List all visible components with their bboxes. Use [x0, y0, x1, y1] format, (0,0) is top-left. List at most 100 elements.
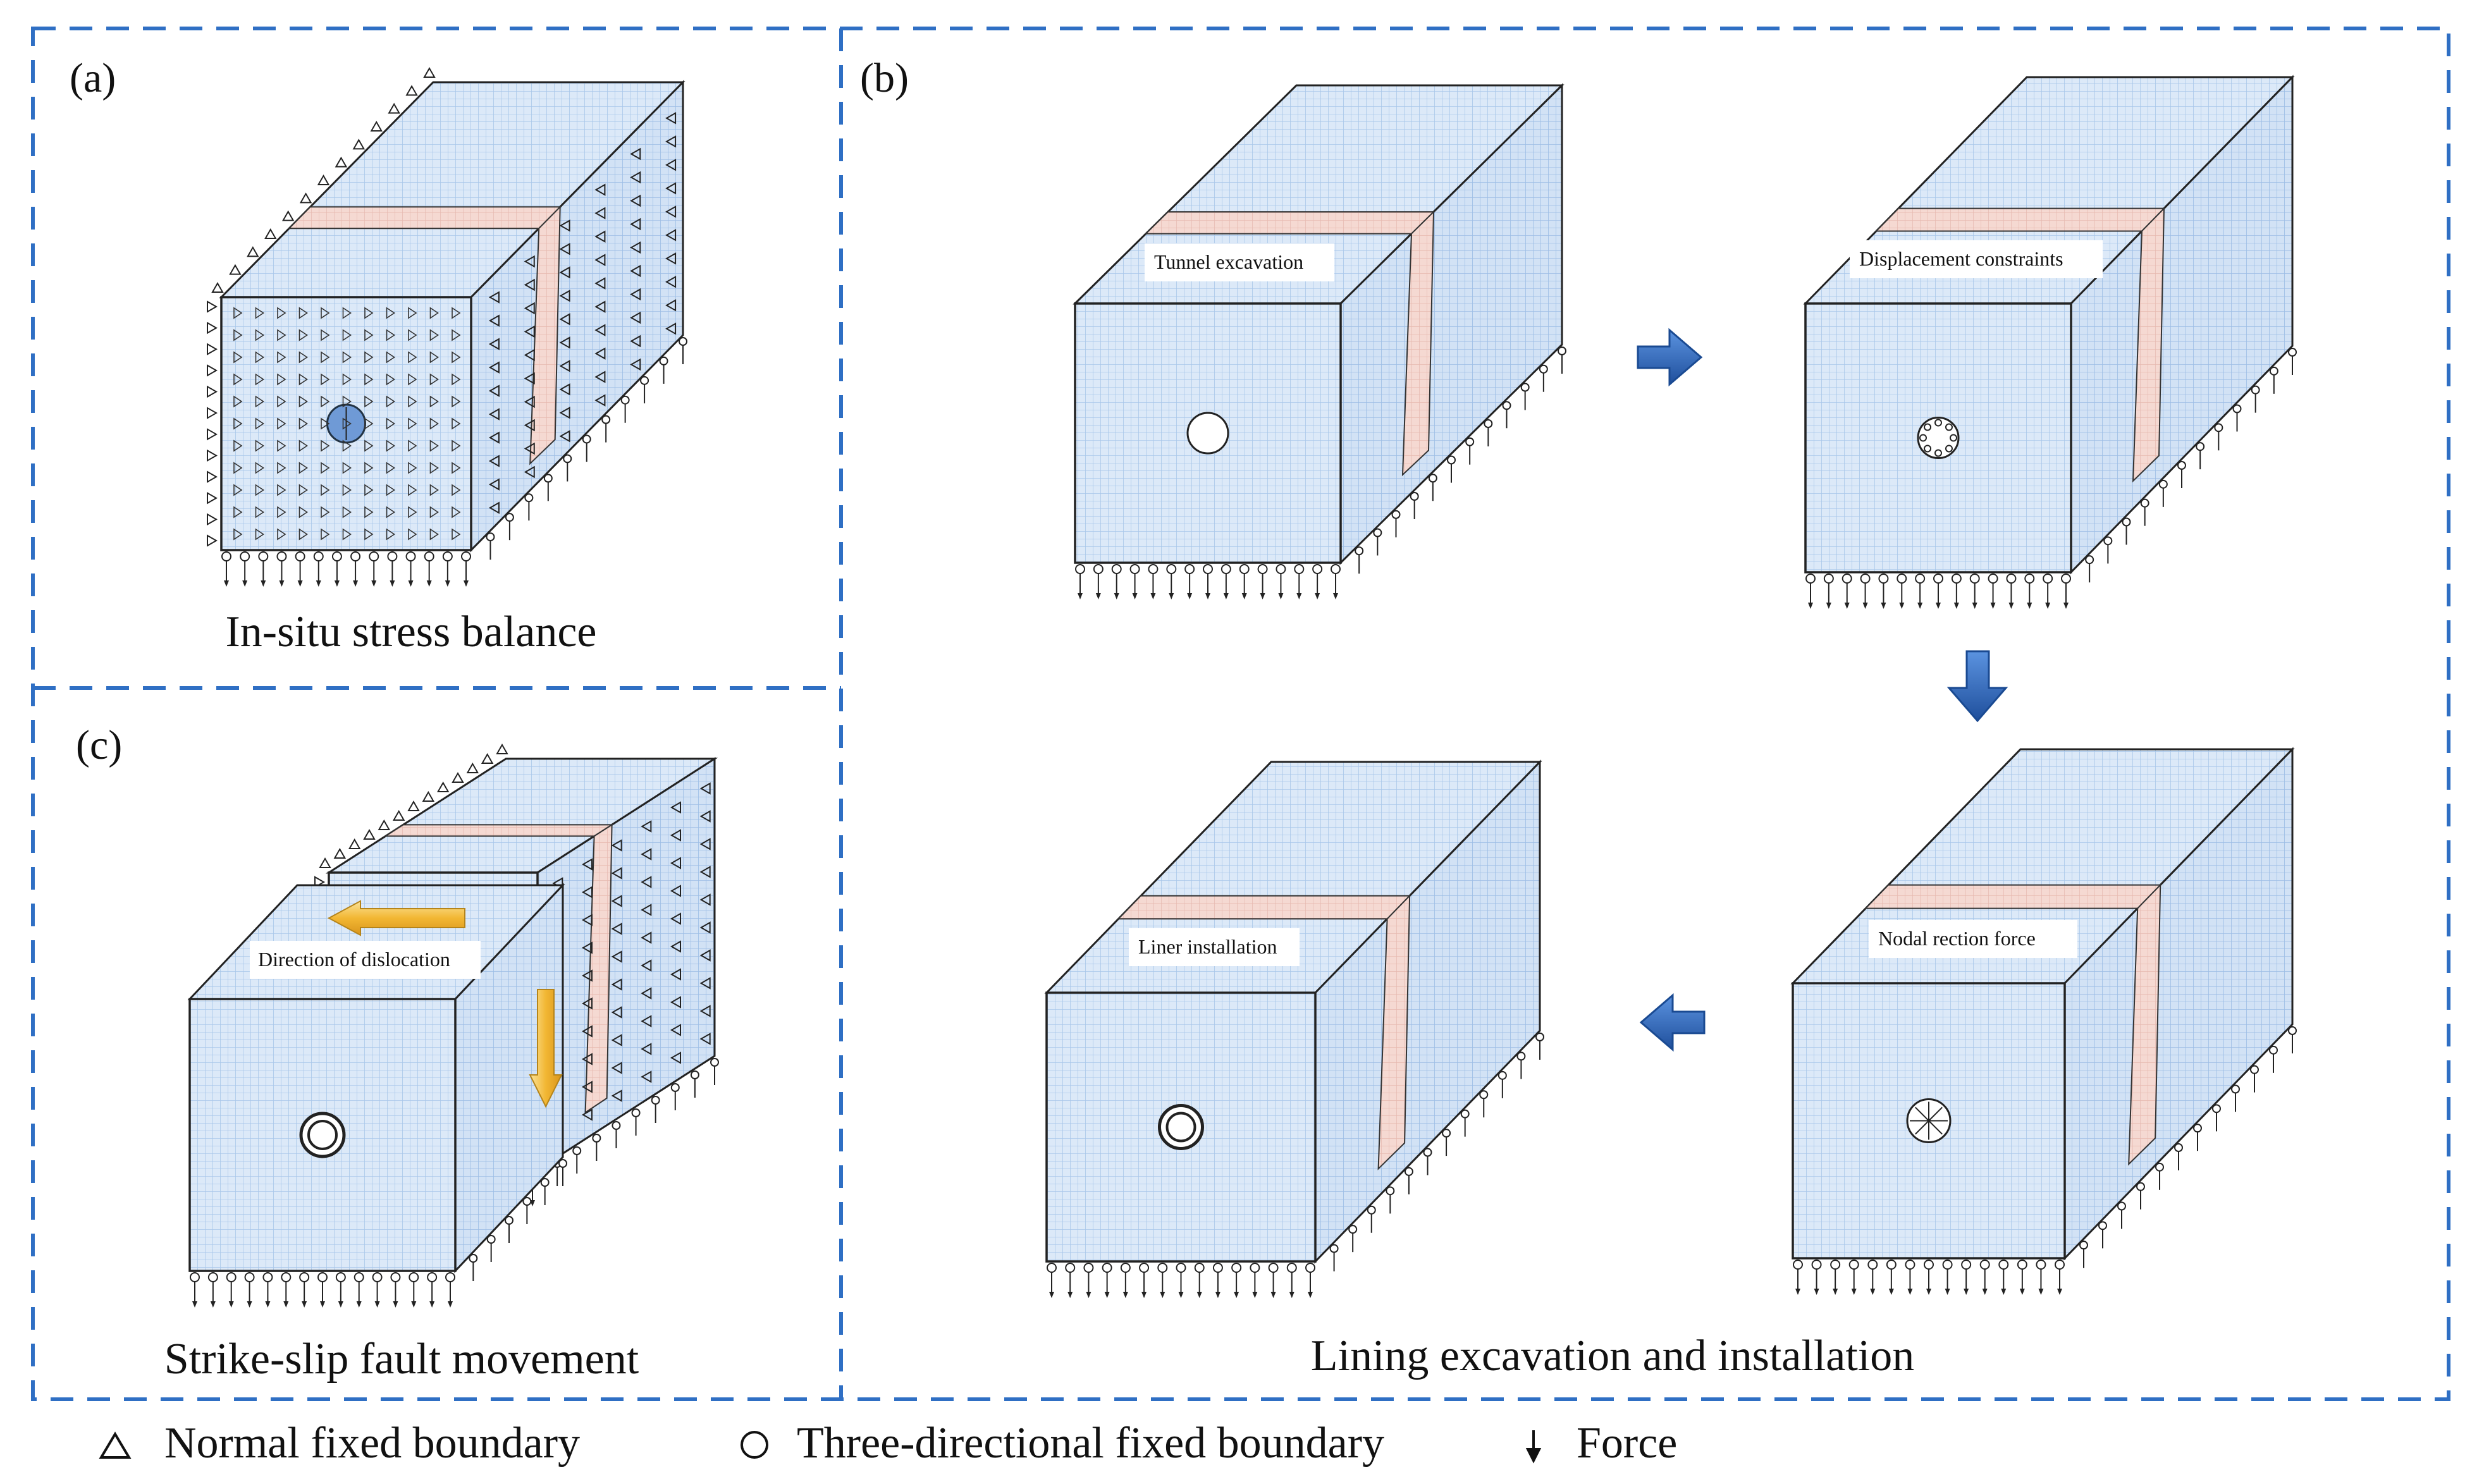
fixed-node-circle [524, 493, 534, 503]
force-arrow-head [356, 1301, 362, 1308]
normal-fixed-triangle [594, 183, 606, 196]
fixed-node-circle [1998, 1260, 2009, 1270]
fixed-node-circle [601, 415, 611, 424]
fixed-node-circle [424, 551, 434, 561]
fixed-node-circle [1203, 564, 1213, 574]
normal-fixed-triangle [429, 395, 439, 408]
normal-fixed-triangle [699, 782, 711, 795]
normal-fixed-triangle [630, 147, 641, 161]
force-arrow-head [2001, 1289, 2007, 1295]
normal-fixed-triangle [386, 462, 395, 474]
fixed-node-circle [2136, 1182, 2145, 1191]
force-arrow-head [393, 1301, 398, 1308]
fixed-node-circle [582, 434, 591, 444]
normal-fixed-triangle [386, 329, 395, 341]
normal-fixed-triangle [386, 506, 395, 518]
force-arrow-head [261, 580, 266, 587]
fixed-node-circle [1793, 1260, 1803, 1270]
normal-fixed-triangle [408, 307, 417, 319]
fixed-node-circle [1516, 1052, 1526, 1061]
normal-fixed-triangle [277, 351, 286, 364]
normal-fixed-triangle [207, 321, 218, 334]
normal-fixed-triangle [233, 351, 243, 364]
force-arrow-head [1333, 593, 1338, 599]
normal-fixed-triangle [481, 752, 494, 764]
fixed-node-circle [659, 356, 668, 365]
normal-fixed-triangle [321, 307, 330, 319]
fixed-node-circle [670, 1083, 680, 1092]
fixed-node-circle [295, 551, 305, 561]
label-tunnel-excavation: Tunnel excavation [1154, 250, 1303, 273]
normal-fixed-triangle [630, 264, 641, 278]
normal-fixed-triangle [581, 914, 593, 926]
normal-fixed-triangle [559, 266, 570, 279]
fixed-node-circle [1558, 346, 1566, 355]
normal-fixed-triangle [524, 395, 535, 408]
normal-fixed-triangle [348, 838, 361, 849]
normal-fixed-triangle [342, 351, 352, 364]
normal-fixed-triangle [370, 120, 383, 132]
force-arrow-head [1114, 593, 1119, 599]
fixed-node-circle [1166, 564, 1177, 574]
normal-fixed-triangle [559, 243, 570, 255]
normal-fixed-triangle [665, 299, 677, 312]
fixed-node-circle [1905, 1260, 1915, 1270]
flow-arrow-down [1946, 650, 2008, 723]
normal-fixed-triangle [630, 334, 641, 348]
force-arrow-head [1926, 1289, 1931, 1295]
flow-arrow-left [1639, 993, 1706, 1052]
fixed-node-circle [2140, 498, 2149, 508]
normal-fixed-triangle [594, 300, 606, 313]
normal-fixed-triangle [429, 484, 439, 496]
force-arrow-head [1814, 1289, 1819, 1295]
normal-fixed-triangle [233, 373, 243, 386]
force-arrow-head [464, 580, 469, 587]
normal-fixed-triangle [233, 307, 243, 319]
normal-fixed-triangle [611, 1089, 622, 1102]
normal-fixed-triangle [466, 762, 479, 773]
normal-fixed-triangle [298, 439, 308, 452]
force-arrow-head [1808, 603, 1813, 609]
normal-fixed-triangle [488, 408, 500, 420]
force-arrow-head [316, 580, 321, 587]
normal-fixed-triangle [408, 395, 417, 408]
normal-fixed-triangle [408, 506, 417, 518]
normal-fixed-triangle [388, 102, 400, 114]
force-arrow-head [1990, 603, 1996, 609]
normal-fixed-triangle [429, 417, 439, 430]
normal-fixed-triangle [277, 528, 286, 541]
normal-fixed-triangle [594, 371, 606, 383]
force-arrow-head [1826, 603, 1831, 609]
legend-triangle-icon [99, 1432, 132, 1459]
force-arrow-head [1945, 1289, 1950, 1295]
fault-band-top [383, 824, 615, 837]
force-arrow-head [1187, 593, 1193, 599]
normal-fixed-triangle [429, 351, 439, 364]
fault-band-side [2132, 207, 2165, 483]
normal-fixed-triangle [488, 361, 500, 374]
normal-fixed-triangle [594, 254, 606, 266]
normal-fixed-triangle [408, 417, 417, 430]
normal-fixed-triangle [641, 1043, 652, 1055]
force-arrow-head [283, 1301, 289, 1308]
force-arrow-head [1160, 1292, 1165, 1298]
normal-fixed-triangle [665, 229, 677, 242]
normal-fixed-triangle [207, 364, 218, 377]
normal-fixed-triangle [363, 828, 376, 840]
normal-fixed-triangle [298, 484, 308, 496]
fixed-node-circle [505, 513, 514, 522]
force-arrow-head [1899, 603, 1905, 609]
fault-band-side [529, 205, 561, 465]
fixed-node-circle [1120, 1263, 1131, 1273]
fault-band-top [287, 206, 562, 230]
normal-fixed-triangle [641, 820, 652, 833]
normal-fixed-triangle [581, 1053, 593, 1065]
normal-fixed-triangle [423, 66, 436, 78]
panel-b-tag: (b) [860, 55, 909, 101]
fixed-node-circle [372, 1272, 383, 1282]
normal-fixed-triangle [630, 288, 641, 301]
normal-fixed-triangle [611, 867, 622, 880]
normal-fixed-triangle [233, 439, 243, 452]
normal-fixed-triangle [630, 241, 641, 254]
fixed-node-circle [2079, 1241, 2088, 1250]
